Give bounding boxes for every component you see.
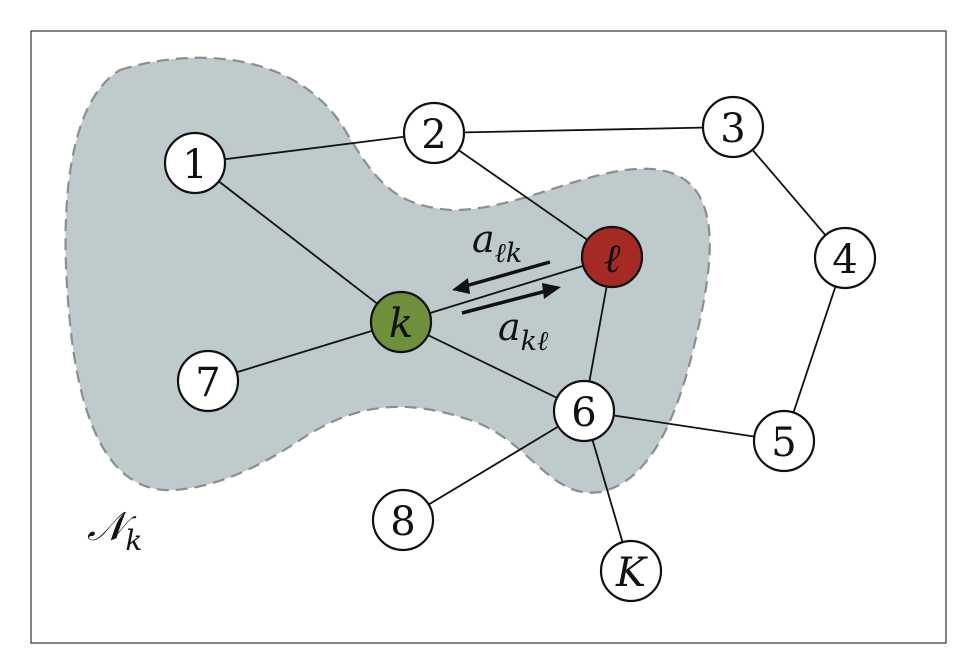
edge-k-6 bbox=[400, 321, 585, 412]
arrowhead-l-to-k bbox=[452, 278, 470, 294]
node-5: 5 bbox=[752, 409, 816, 473]
node-K-circle bbox=[599, 539, 663, 603]
edge-1-k bbox=[194, 162, 402, 323]
node-3-label: 3 bbox=[720, 106, 745, 152]
node-6: 6 bbox=[552, 379, 616, 443]
node-l-label: ℓ bbox=[604, 236, 621, 282]
node-layer: 1 2 3 4 5 6 7 8Kk ℓ bbox=[163, 95, 877, 603]
edge-k-l bbox=[400, 256, 613, 323]
arrow-l-to-k bbox=[461, 260, 551, 289]
node-3-circle bbox=[701, 95, 765, 159]
node-6-circle bbox=[552, 379, 616, 443]
edge-4-5 bbox=[783, 257, 846, 442]
arrow-k-to-l bbox=[461, 288, 551, 315]
node-4-label: 4 bbox=[832, 237, 857, 283]
node-2-circle bbox=[402, 101, 466, 165]
node-k-circle bbox=[369, 290, 433, 354]
weight-label-kl: akℓ bbox=[498, 305, 549, 357]
node-7: 7 bbox=[176, 349, 240, 413]
node-4: 4 bbox=[813, 226, 877, 290]
node-K-label: K bbox=[615, 550, 648, 596]
node-5-label: 5 bbox=[771, 420, 796, 466]
edge-6-8 bbox=[402, 410, 585, 521]
node-5-circle bbox=[752, 409, 816, 473]
node-2: 2 bbox=[402, 101, 466, 165]
edge-2-l bbox=[433, 132, 613, 258]
weight-label-lk: aℓk bbox=[472, 217, 522, 269]
node-k-label: k bbox=[389, 301, 413, 347]
node-k: k bbox=[369, 290, 433, 354]
weight-arrows bbox=[452, 260, 561, 315]
node-2-label: 2 bbox=[421, 112, 446, 158]
edge-2-3 bbox=[433, 126, 734, 134]
node-l-circle bbox=[580, 225, 644, 289]
node-4-circle bbox=[813, 226, 877, 290]
edge-k-7 bbox=[207, 321, 402, 382]
node-1: 1 bbox=[163, 131, 227, 195]
node-8-circle bbox=[371, 488, 435, 552]
node-l: ℓ bbox=[580, 225, 644, 289]
node-7-label: 7 bbox=[195, 360, 220, 406]
node-K: K bbox=[599, 539, 663, 603]
edge-1-2 bbox=[194, 132, 435, 164]
node-8-label: 8 bbox=[390, 499, 415, 545]
arrowhead-k-to-l bbox=[542, 283, 561, 299]
node-8: 8 bbox=[371, 488, 435, 552]
node-1-circle bbox=[163, 131, 227, 195]
edge-layer bbox=[194, 126, 846, 572]
node-1-label: 1 bbox=[182, 142, 207, 188]
node-7-circle bbox=[176, 349, 240, 413]
node-3: 3 bbox=[701, 95, 765, 159]
edge-6-5 bbox=[583, 410, 785, 442]
node-6-label: 6 bbox=[571, 390, 596, 436]
